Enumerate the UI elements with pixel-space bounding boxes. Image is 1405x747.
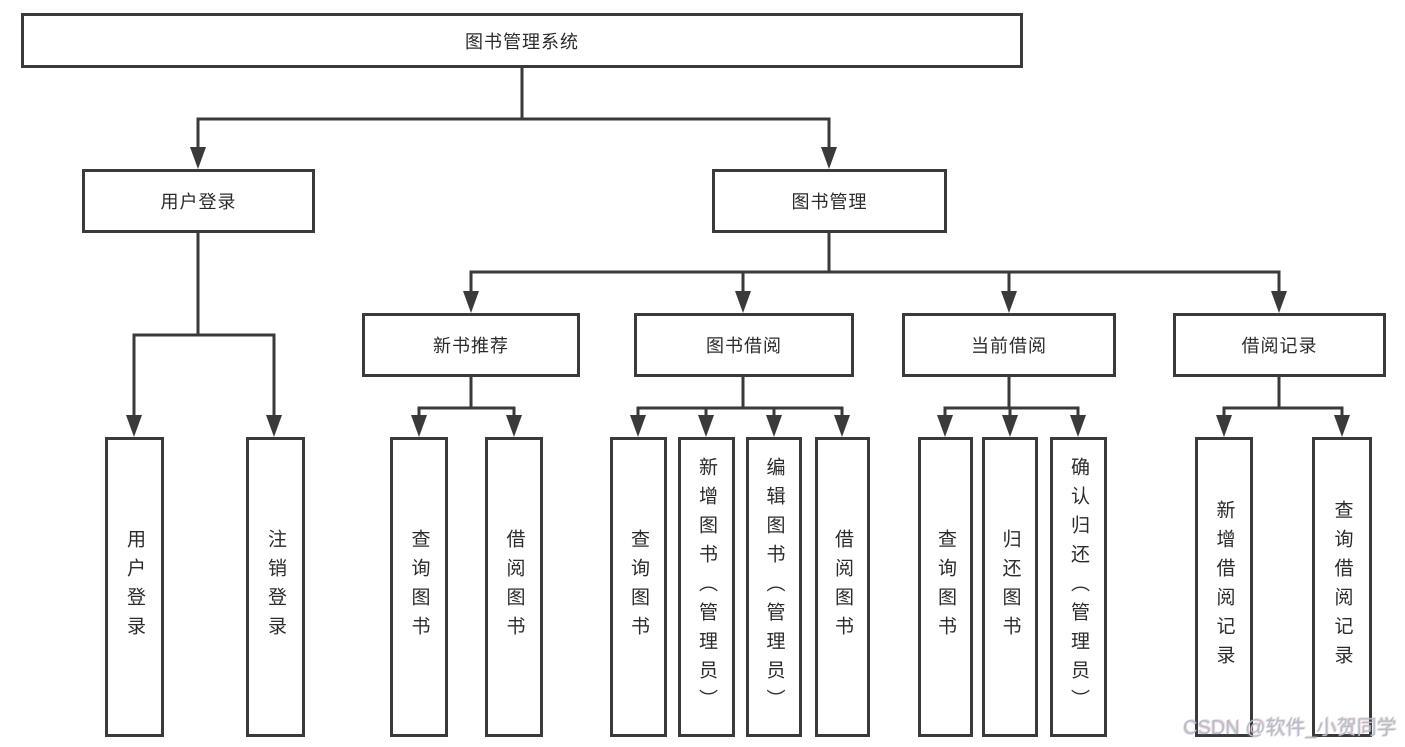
leaf-borrow-books-2: 借阅图书 — [815, 437, 870, 737]
leaf-query-books-1-label: 查询图书 — [408, 529, 430, 645]
leaf-query-borrow-record-label: 查询借阅记录 — [1331, 500, 1353, 674]
leaf-borrow-books-2-label: 借阅图书 — [832, 529, 853, 645]
leaf-query-books-3-label: 查询图书 — [935, 529, 956, 645]
leaf-add-borrow-record: 新增借阅记录 — [1195, 437, 1253, 737]
leaf-confirm-return-admin: 确认归还（管理员） — [1050, 437, 1107, 737]
leaf-logout-label: 注销登录 — [265, 529, 286, 645]
leaf-return-books: 归还图书 — [982, 437, 1038, 737]
leaf-confirm-return-admin-label: 确认归还（管理员） — [1068, 456, 1089, 718]
leaf-add-books-admin: 新增图书（管理员） — [678, 437, 735, 737]
leaf-query-books-2: 查询图书 — [610, 437, 667, 737]
node-book-borrow-label: 图书借阅 — [706, 336, 782, 356]
node-new-book-recommend: 新书推荐 — [362, 313, 580, 377]
node-root-label: 图书管理系统 — [465, 31, 579, 52]
leaf-edit-books-admin: 编辑图书（管理员） — [746, 437, 802, 737]
node-book-management: 图书管理 — [712, 169, 947, 233]
node-user-login-label: 用户登录 — [160, 192, 237, 212]
leaf-edit-books-admin-label: 编辑图书（管理员） — [763, 456, 785, 718]
node-current-borrow: 当前借阅 — [902, 313, 1116, 377]
node-book-management-label: 图书管理 — [791, 192, 868, 212]
csdn-watermark: CSDN @软件_小贺同学 — [1183, 717, 1397, 739]
leaf-user-login-label: 用户登录 — [124, 529, 145, 645]
node-borrow-records-label: 借阅记录 — [1241, 336, 1318, 356]
node-user-login: 用户登录 — [82, 169, 315, 233]
leaf-borrow-books-1-label: 借阅图书 — [503, 529, 525, 645]
node-current-borrow-label: 当前借阅 — [971, 336, 1047, 356]
leaf-query-borrow-record: 查询借阅记录 — [1312, 437, 1372, 737]
leaf-return-books-label: 归还图书 — [999, 529, 1021, 645]
leaf-add-books-admin-label: 新增图书（管理员） — [696, 456, 717, 718]
node-new-book-recommend-label: 新书推荐 — [433, 336, 509, 356]
node-root: 图书管理系统 — [21, 13, 1023, 68]
leaf-user-login: 用户登录 — [105, 437, 164, 737]
node-borrow-records: 借阅记录 — [1173, 313, 1386, 377]
leaf-add-borrow-record-label: 新增借阅记录 — [1213, 500, 1235, 674]
leaf-query-books-1: 查询图书 — [390, 437, 448, 737]
leaf-query-books-2-label: 查询图书 — [628, 529, 649, 645]
leaf-borrow-books-1: 借阅图书 — [485, 437, 543, 737]
node-book-borrow: 图书借阅 — [634, 313, 854, 377]
leaf-query-books-3: 查询图书 — [918, 437, 973, 737]
leaf-logout: 注销登录 — [246, 437, 305, 737]
